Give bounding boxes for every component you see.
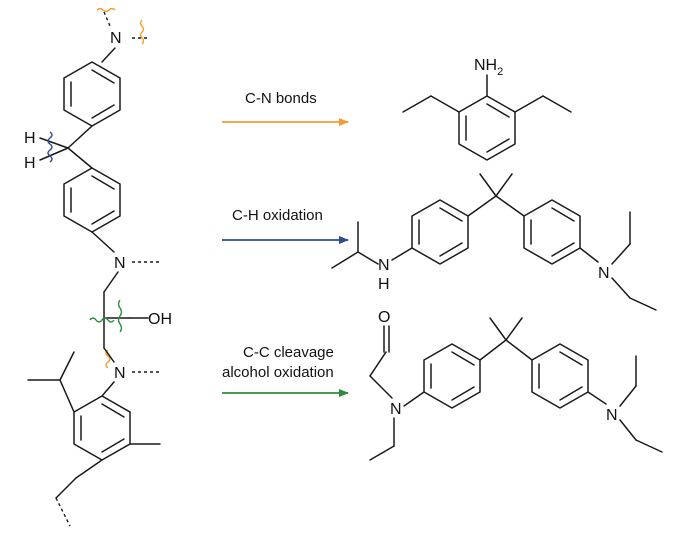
atom-oh: OH xyxy=(148,311,172,328)
atom-nh: N xyxy=(378,257,390,274)
product-diethylaniline: NH2 xyxy=(402,57,572,161)
reaction-label: C-C cleavage xyxy=(243,344,334,361)
cn-cut-mark xyxy=(105,349,111,369)
atom-h: H xyxy=(24,130,36,147)
atom-o: O xyxy=(378,309,390,326)
atom-n: N xyxy=(598,265,610,282)
polymer-fragment: N H H N OH xyxy=(24,7,172,527)
atom-n-lower: N xyxy=(114,365,126,382)
cn-cut-mark xyxy=(139,19,145,45)
product-aldehyde-bisphenyl: O N N xyxy=(369,309,663,461)
atom-n: N xyxy=(390,401,402,418)
reaction-2: C-H oxidation xyxy=(222,207,349,244)
atom-n-top: N xyxy=(110,30,122,47)
cc-cut-mark xyxy=(89,317,115,323)
reaction-3: C-C cleavage alcohol oxidation xyxy=(222,344,349,397)
atom-n: N xyxy=(606,407,618,424)
reaction-label: alcohol oxidation xyxy=(222,364,334,381)
atom-nh2: NH2 xyxy=(474,57,503,78)
reaction-label: C-H oxidation xyxy=(232,207,323,224)
atom-n-middle: N xyxy=(114,255,126,272)
reaction-label: C-N bonds xyxy=(245,90,317,107)
atom-h: H xyxy=(24,155,36,172)
cc-cut-mark xyxy=(117,299,123,333)
reaction-1: C-N bonds xyxy=(222,90,349,126)
atom-h: H xyxy=(378,276,390,293)
product-isopropylamino-bisphenyl: N H N xyxy=(331,173,657,311)
cn-cut-mark xyxy=(96,7,116,13)
ch-cut-mark xyxy=(47,131,53,163)
